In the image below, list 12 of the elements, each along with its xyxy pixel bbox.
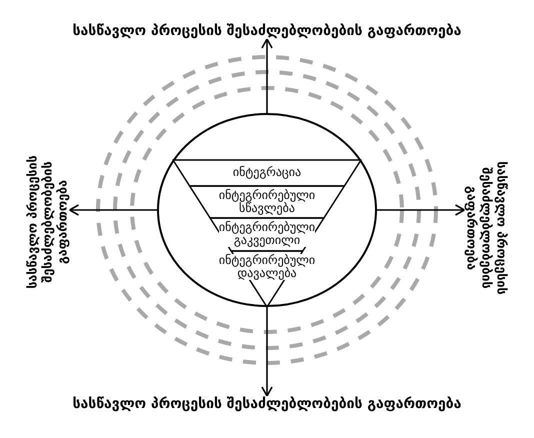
expansion-label: სასწავლო პროცესის შესაძლებლობების გაფართოება bbox=[464, 160, 510, 297]
band-label: ინტეგრირებული დავალება bbox=[218, 254, 316, 280]
arrow bbox=[377, 204, 466, 216]
band-label: ინტეგრირებული სწავლება bbox=[218, 189, 316, 216]
expansion-label: სასწავლო პროცესის შესაძლებლობების გაფართოება bbox=[72, 396, 462, 412]
arrow bbox=[68, 204, 157, 216]
expansion-label: სასწავლო პროცესის შესაძლებლობების გაფართოება bbox=[72, 22, 462, 40]
expansion-label: სასწავლო პროცესის შესაძლებლობების გაფართოება bbox=[24, 154, 70, 291]
arrow bbox=[261, 307, 273, 397]
arrow bbox=[261, 38, 273, 113]
band-label: ინტეგრირებული გაკვეთილი bbox=[218, 221, 316, 248]
band-label: ინტეგრაცია bbox=[232, 166, 302, 180]
